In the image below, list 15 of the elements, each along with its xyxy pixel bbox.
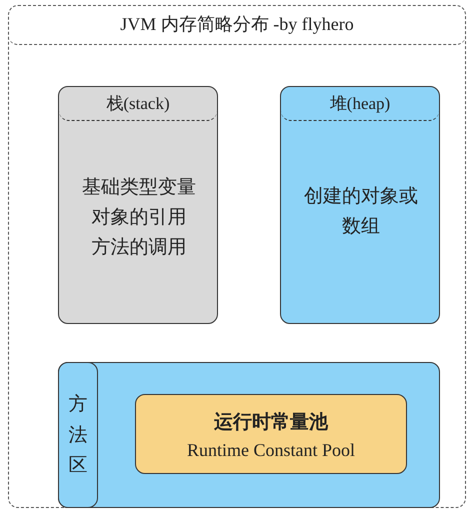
method-area-box [58,362,440,508]
stack-box [58,86,218,324]
vertical-label: 方法区 [58,362,98,508]
box-text: 创建的对象或数组 [303,184,419,239]
box-text: 方法的调用 [90,235,188,260]
box-subheading: Runtime Constant Pool [186,439,356,462]
dashed-frame [8,5,466,508]
diagram-heading: JVM 内存简略分布 -by flyhero [8,5,466,45]
box-text: 基础类型变量 [81,175,197,200]
box-heading: 运行时常量池 [213,410,330,435]
constant-pool-box [135,394,407,474]
heap-box [280,86,440,324]
box-heading: 栈(stack) [59,87,217,121]
box-text: 对象的引用 [90,205,188,230]
box-heading: 堆(heap) [281,87,439,121]
